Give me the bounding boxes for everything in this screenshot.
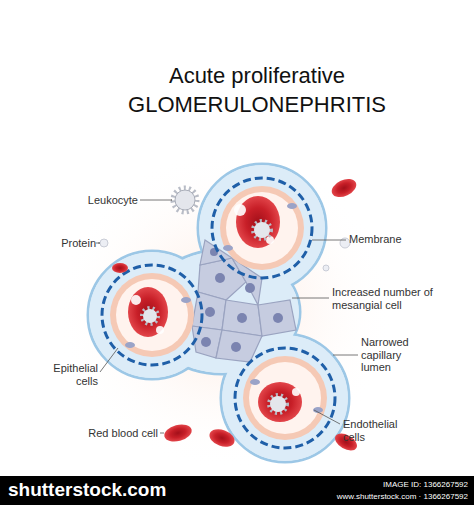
watermark-url: www.shutterstock.com · 1366267592 xyxy=(268,492,468,501)
part-label: Protein xyxy=(40,237,96,250)
part-label: Increased number of mesangial cell xyxy=(332,286,464,311)
part-label: Membrane xyxy=(349,233,439,246)
watermark: shutterstock.com xyxy=(8,479,268,501)
part-label: Epithelial cells xyxy=(40,362,98,387)
image-id: IMAGE ID: 1366267592 xyxy=(300,480,468,489)
diagram-title: Acute proliferative GLOMERULONEPHRITIS xyxy=(107,62,407,119)
part-label: Narrowed capillary lumen xyxy=(361,336,433,374)
part-label: Endothelial cells xyxy=(343,418,413,443)
part-label: Red blood cell xyxy=(70,427,158,440)
part-label: Leukocyte xyxy=(70,194,138,207)
